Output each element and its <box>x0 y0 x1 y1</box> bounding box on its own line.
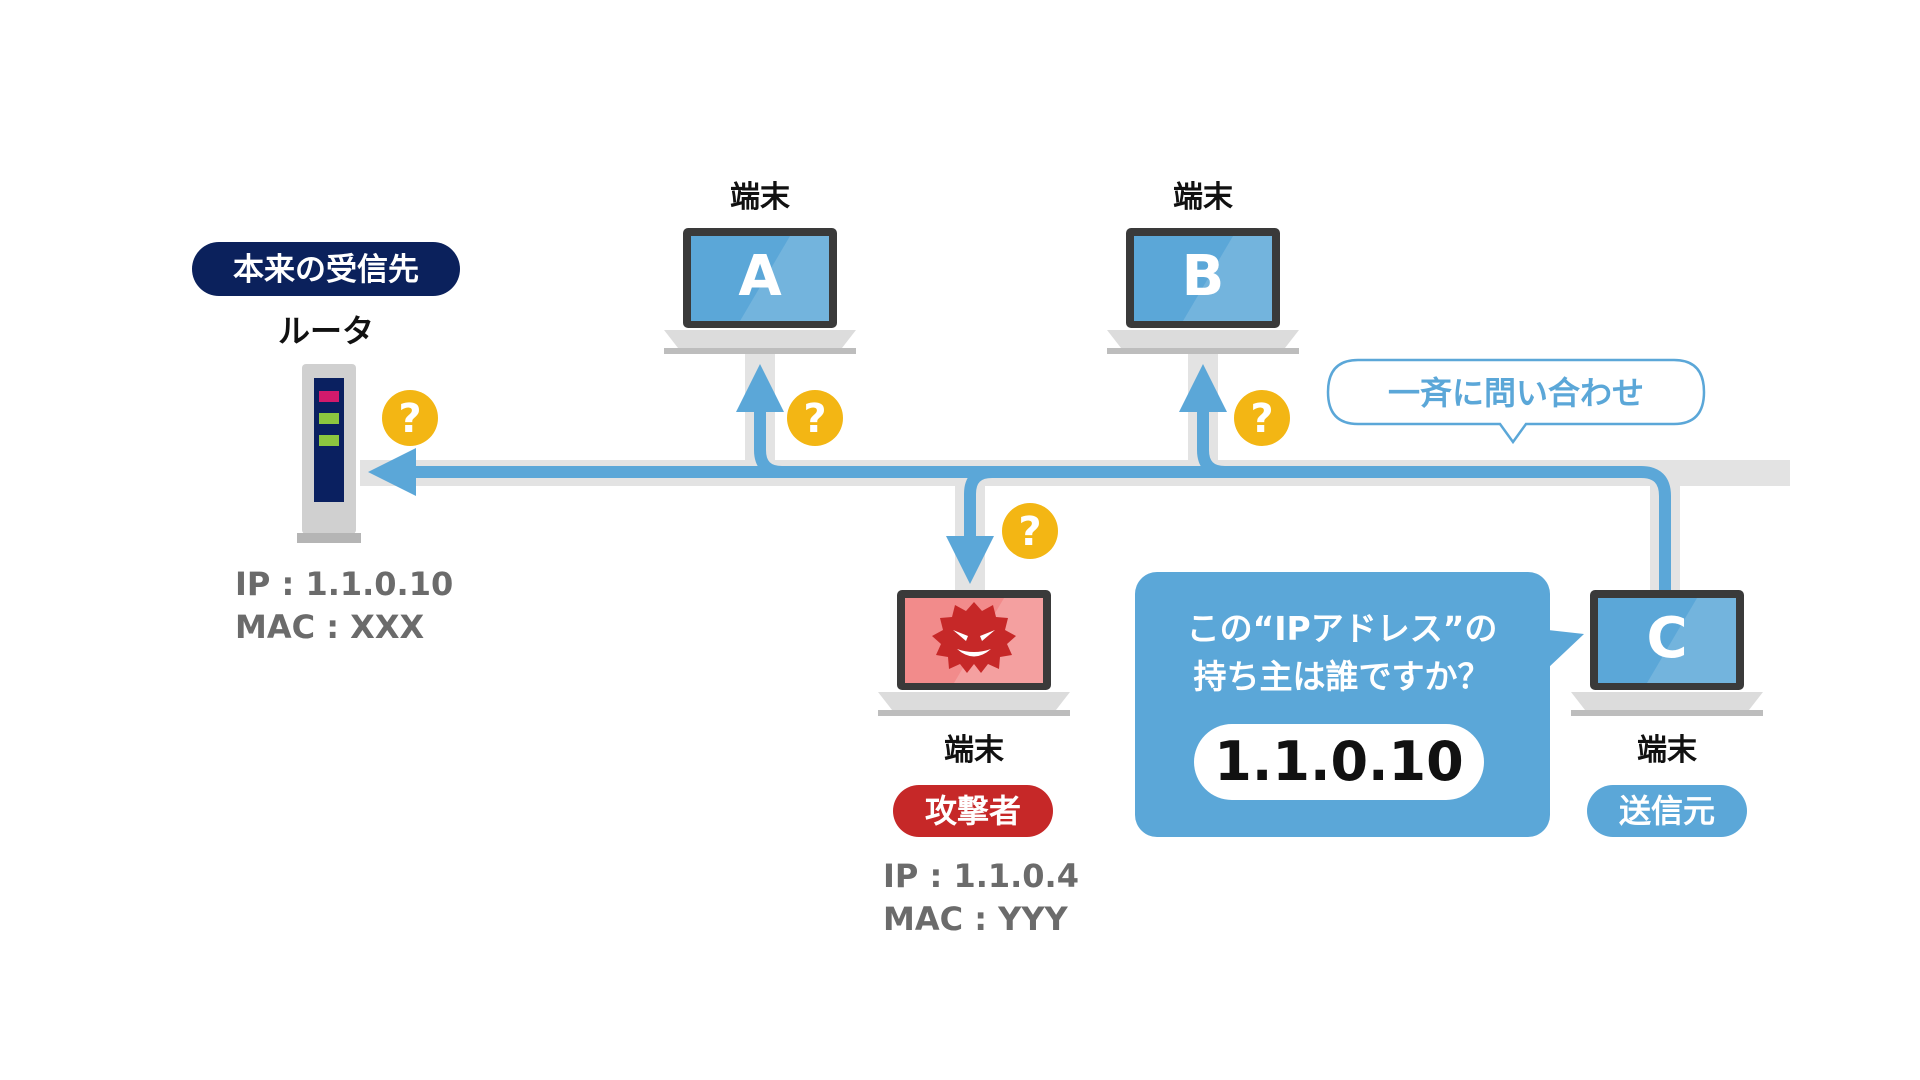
question-badge-terminal-a: ? <box>787 390 843 446</box>
sender-badge-pill <box>1587 785 1747 837</box>
sender-badge: 送信元 <box>1619 792 1715 830</box>
question-badge-terminal-b: ? <box>1234 390 1290 446</box>
terminal-b: 端末 B <box>1107 180 1299 354</box>
broadcast-arrows <box>368 364 1671 592</box>
router-label: ルータ <box>278 312 374 350</box>
attacker-caption: 端末 <box>944 733 1004 768</box>
router-mac: MAC : XXX <box>235 608 425 646</box>
query-ip-pill <box>1194 724 1484 800</box>
svg-text:?: ? <box>1018 509 1041 555</box>
question-badge-attacker: ? <box>1002 503 1058 559</box>
svg-text:?: ? <box>1250 396 1273 442</box>
attacker-mac: MAC : YYY <box>883 900 1069 938</box>
arrow-to-terminal-b <box>1179 364 1227 478</box>
arrow-to-router <box>368 448 1671 592</box>
sender-terminal: C 端末 送信元 <box>1571 590 1763 837</box>
terminal-a-caption: 端末 <box>730 180 790 215</box>
sender-caption: 端末 <box>1637 733 1697 768</box>
attacker-badge: 攻撃者 <box>925 792 1021 830</box>
terminal-b-letter: B <box>1182 244 1225 309</box>
terminal-b-caption: 端末 <box>1173 180 1233 215</box>
query-line-1: この“IPアドレス”の <box>1187 609 1498 648</box>
receiver-badge-pill <box>192 242 460 296</box>
laptop-icon <box>1571 590 1763 716</box>
sender-letter: C <box>1646 606 1687 671</box>
query-bubble: この“IPアドレス”の 持ち主は誰ですか？ 1.1.0.10 <box>1135 572 1584 837</box>
terminal-a-letter: A <box>738 244 782 309</box>
laptop-icon <box>1107 228 1299 354</box>
question-badge-router: ? <box>382 390 438 446</box>
query-line-2: 持ち主は誰ですか？ <box>1194 657 1491 696</box>
router: 本来の受信先 ルータ IP : 1.1.0.10 MAC : XXX <box>192 242 460 646</box>
attacker-badge-pill <box>893 785 1053 837</box>
devil-icon <box>932 602 1016 673</box>
router-ip: IP : 1.1.0.10 <box>235 565 453 603</box>
broadcast-callout: 一斉に問い合わせ <box>1326 358 1706 445</box>
attacker-ip: IP : 1.1.0.4 <box>883 857 1079 895</box>
terminal-a: 端末 A <box>664 180 856 354</box>
svg-text:?: ? <box>803 396 826 442</box>
arrow-to-terminal-a <box>736 364 784 478</box>
query-ip-value: 1.1.0.10 <box>1214 730 1463 793</box>
laptop-icon <box>664 228 856 354</box>
arrow-to-attacker <box>946 466 994 584</box>
router-icon <box>297 364 361 543</box>
attacker-terminal: 端末 攻撃者 IP : 1.1.0.4 MAC : YYY <box>878 590 1079 938</box>
receiver-badge: 本来の受信先 <box>233 252 419 288</box>
broadcast-label: 一斉に問い合わせ <box>1388 374 1644 412</box>
svg-text:?: ? <box>398 396 421 442</box>
